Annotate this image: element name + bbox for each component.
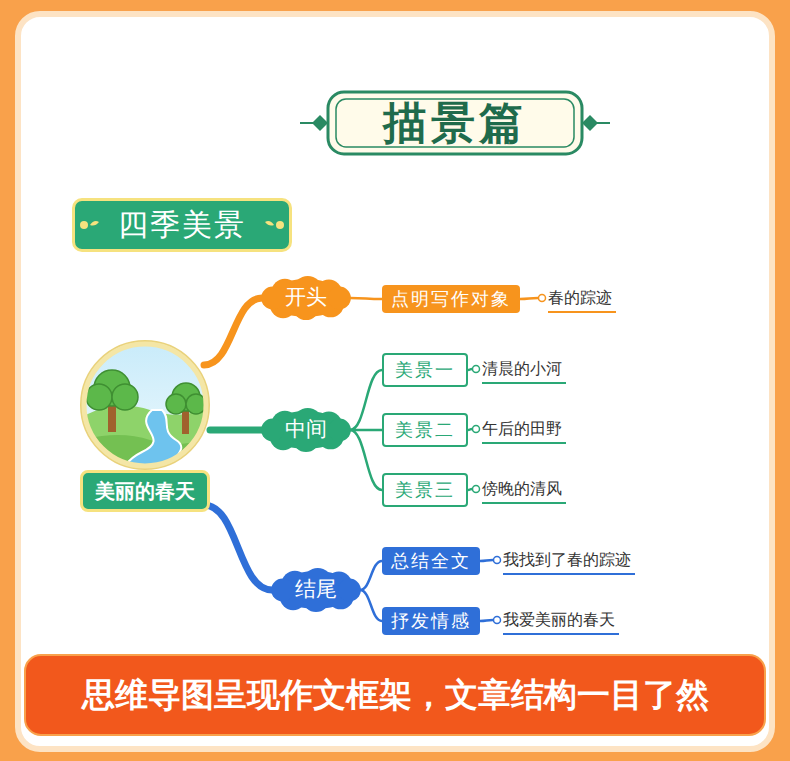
node-text: 美景三 [395,479,455,501]
node-text: 美景二 [395,419,455,441]
sub-branch [468,429,472,430]
connector-group [204,298,262,365]
scene-box: 美景一 [382,353,468,387]
node-text: 我爱美丽的春天 [503,610,615,629]
end-dot [473,366,480,373]
inner-panel [18,14,772,749]
leaf-text: 春的踪迹 [548,285,616,313]
sub-branch [360,590,382,621]
connector-group [468,366,480,373]
section-box: 点明写作对象 [382,285,520,313]
cloud-lobe [271,579,294,602]
sub-branch [468,489,472,490]
sub-branch [480,620,493,621]
branch-cloud: 结尾 [272,568,360,612]
label-ornament [80,221,284,229]
cloud-lobe [328,287,351,310]
node-text: 美景一 [395,359,455,381]
spring-illustration [80,340,212,472]
end-dot [494,557,501,564]
sub-branch [350,370,382,430]
leaf-text: 我爱美丽的春天 [503,607,619,635]
sub-branch [520,298,538,299]
caption-box: 思维导图呈现作文框架，文章结构一目了然 [25,655,765,735]
connector-group [350,370,382,430]
sub-branch [350,298,382,299]
root-label: 美丽的春天 [80,470,210,512]
node-text: 春的踪迹 [548,288,612,307]
connector-group [204,505,272,590]
leaf-text: 午后的田野 [482,416,566,444]
connector-group [350,298,382,299]
node-text: 点明写作对象 [391,288,511,310]
connector-group [360,590,382,621]
node-text: 四季美景 [118,207,246,243]
branch-cloud: 开头 [262,276,350,320]
title-banner [300,92,610,154]
end-dot [473,486,480,493]
section-box: 抒发情感 [382,607,480,635]
node-text: 开头 [285,285,327,310]
node-text: 中间 [285,417,327,442]
topic-label: 四季美景 [72,198,292,252]
leaf-text: 我找到了春的踪迹 [503,547,635,575]
connector-group [210,430,262,431]
sub-branch [480,560,493,561]
main-branch [210,427,262,434]
cloud-lobe [261,419,284,442]
leaf-text: 清晨的小河 [482,356,566,384]
node-text: 傍晚的清风 [482,479,562,498]
connector-group [468,486,480,493]
cloud-lobe [338,579,361,602]
title-box: 描景篇 [328,92,582,154]
scene-box: 美景二 [382,413,468,447]
connector-group [350,430,382,431]
connector-group [480,557,501,564]
sub-branch [360,561,382,590]
node-text: 结尾 [295,577,337,602]
leaf-text: 傍晚的清风 [482,476,566,504]
cloud-lobe [328,419,351,442]
connector-group [468,426,480,433]
connector-group [520,295,546,302]
node-text: 抒发情感 [391,610,471,632]
connector-group [350,430,382,490]
caption-banner [25,655,765,735]
node-text: 午后的田野 [482,419,562,438]
connector-group [360,561,382,590]
end-dot [473,426,480,433]
node-text: 总结全文 [391,550,471,572]
sub-branch [468,369,472,370]
node-text: 我找到了春的踪迹 [503,550,631,569]
main-branch [204,505,272,590]
scene-box: 美景三 [382,473,468,507]
node-text: 清晨的小河 [482,359,562,378]
end-dot [539,295,546,302]
title: 描景篇 [383,94,527,153]
branch-cloud: 中间 [262,408,350,452]
root-node: 美丽的春天 [72,340,218,512]
main-branch [204,298,262,365]
connector-group [480,617,501,624]
cloud-lobe [261,287,284,310]
section-box: 总结全文 [382,547,480,575]
caption: 思维导图呈现作文框架，文章结构一目了然 [82,673,709,718]
end-dot [494,617,501,624]
sub-branch [350,430,382,490]
